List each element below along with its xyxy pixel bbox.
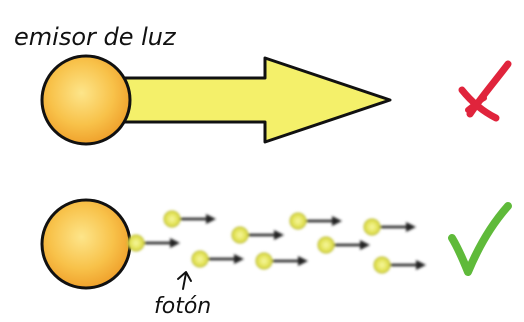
light-beam-arrow	[108, 56, 392, 144]
photon	[127, 234, 180, 252]
light-emitter-sphere-bottom	[40, 198, 132, 290]
photon	[373, 256, 426, 274]
photon	[289, 212, 342, 230]
photon	[363, 218, 416, 236]
emitter-label: emisor de luz	[14, 23, 177, 51]
photon-label: fotón	[154, 294, 211, 319]
photon	[191, 250, 244, 268]
photon-pointer-arrow	[177, 271, 192, 290]
light-emitter-sphere-top	[40, 54, 132, 146]
check-mark-icon	[448, 202, 512, 276]
photon-group	[127, 210, 426, 274]
photon	[317, 236, 370, 254]
cross-mark-icon	[458, 60, 512, 122]
photon	[163, 210, 216, 228]
photon	[231, 226, 284, 244]
photon	[255, 252, 308, 270]
